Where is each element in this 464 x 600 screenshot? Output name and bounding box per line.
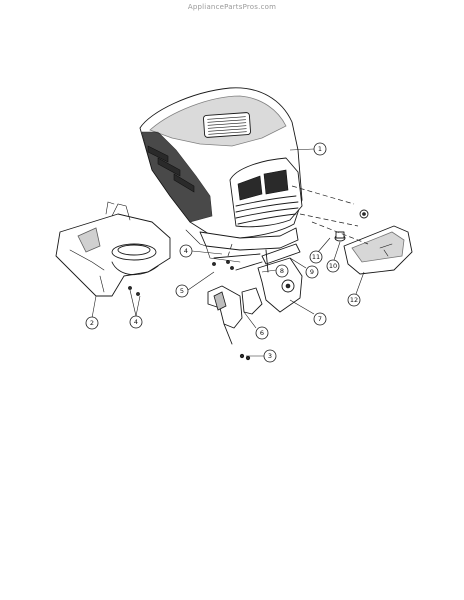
bumper-part[interactable] — [343, 225, 413, 275]
spacer-part[interactable] — [334, 231, 346, 242]
svg-text:4: 4 — [184, 247, 188, 255]
svg-text:6: 6 — [260, 329, 264, 337]
dash-panel-part[interactable] — [55, 201, 171, 297]
svg-text:12: 12 — [350, 296, 358, 304]
callout-4-upper[interactable]: 4 — [179, 244, 193, 258]
assembly-lines — [227, 185, 369, 257]
hardware-screws[interactable] — [128, 260, 234, 296]
callout-3[interactable]: 3 — [263, 349, 277, 363]
svg-text:1: 1 — [318, 145, 322, 153]
svg-text:9: 9 — [310, 268, 314, 276]
callout-8[interactable]: 8 — [275, 264, 289, 278]
svg-text:5: 5 — [180, 287, 184, 295]
svg-text:4: 4 — [134, 318, 138, 326]
callout-10[interactable]: 10 — [326, 259, 340, 273]
callout-1[interactable]: 1 — [313, 142, 327, 156]
callout-5[interactable]: 5 — [175, 284, 189, 298]
svg-text:7: 7 — [318, 315, 322, 323]
callout-12[interactable]: 12 — [347, 293, 361, 307]
callout-leaders — [91, 148, 365, 357]
callout-4-lower[interactable]: 4 — [129, 315, 143, 329]
callout-2[interactable]: 2 — [85, 316, 99, 330]
svg-text:8: 8 — [280, 267, 284, 275]
site-watermark: AppliancePartsPros.com — [187, 3, 277, 11]
svg-text:3: 3 — [268, 352, 272, 360]
svg-text:10: 10 — [329, 262, 337, 270]
callout-9[interactable]: 9 — [305, 265, 319, 279]
nut-part[interactable] — [359, 209, 369, 219]
callout-7[interactable]: 7 — [313, 312, 327, 326]
callout-11[interactable]: 11 — [309, 250, 323, 264]
svg-text:11: 11 — [312, 253, 320, 261]
bracket-assembly[interactable] — [207, 243, 303, 361]
hood-part[interactable] — [139, 87, 303, 263]
callout-6[interactable]: 6 — [255, 326, 269, 340]
svg-text:2: 2 — [90, 319, 94, 327]
